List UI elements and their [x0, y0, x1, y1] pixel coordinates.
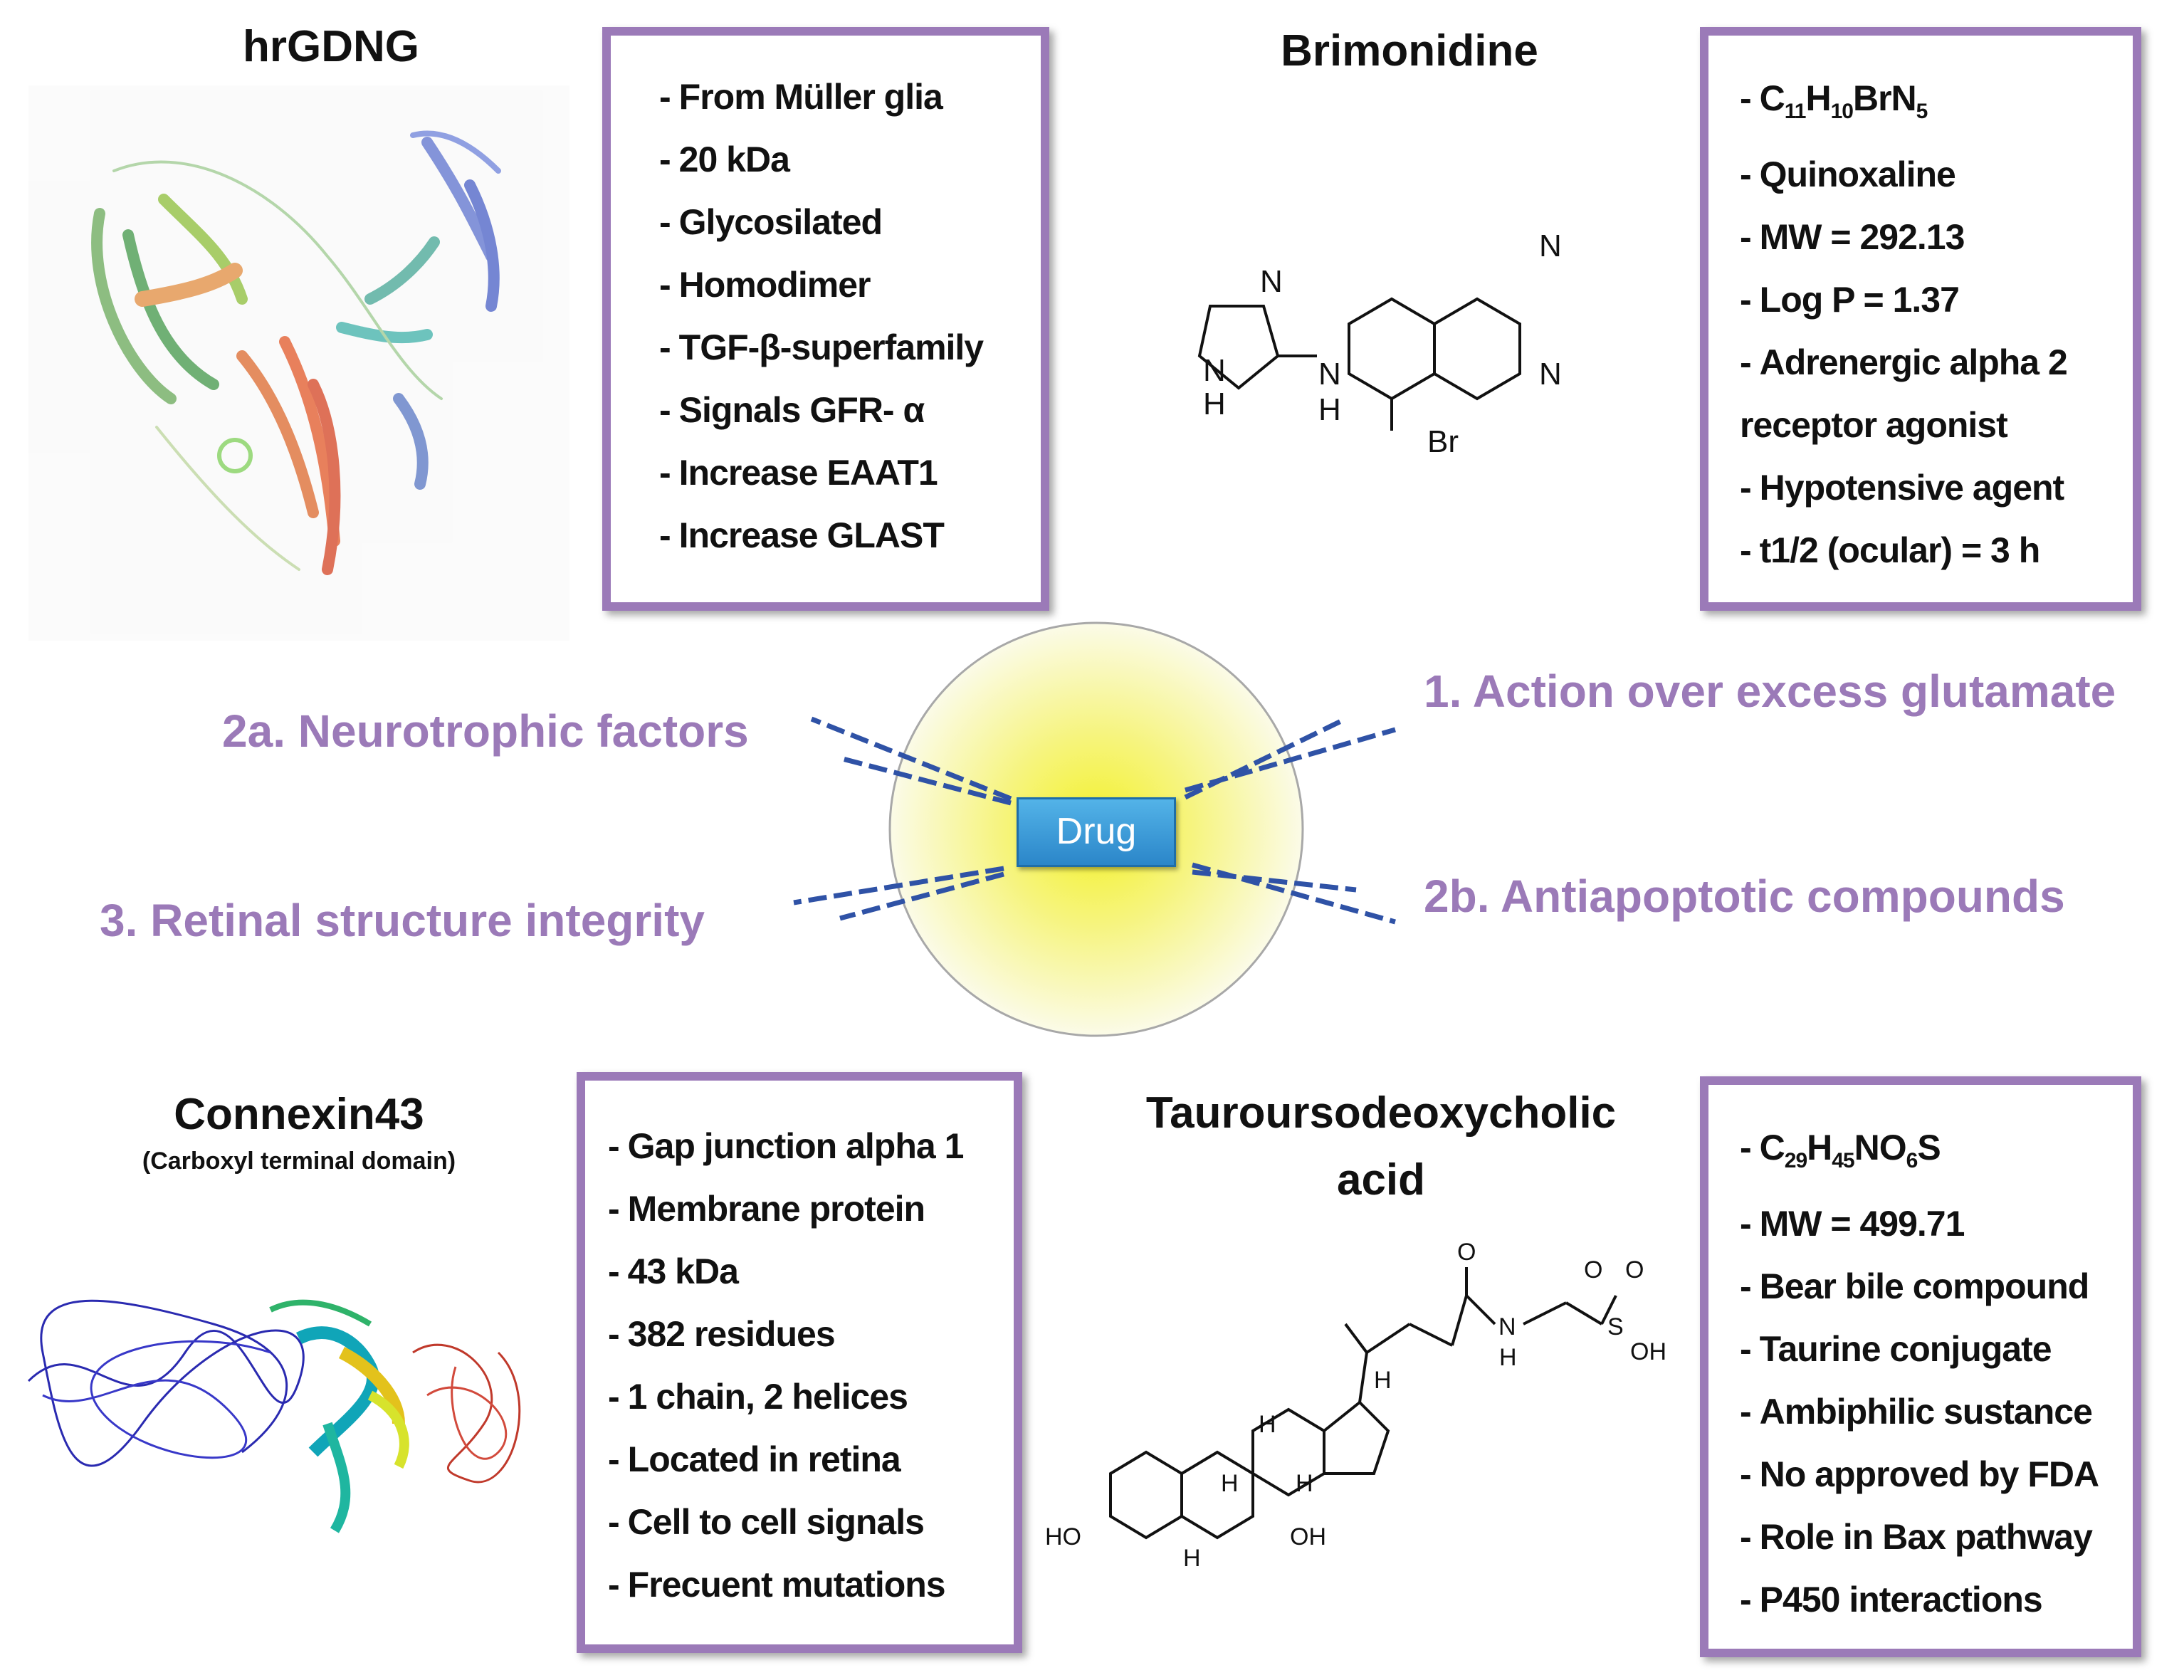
tudca-atom: H: [1374, 1367, 1392, 1394]
tudca-title-line2: acid: [1336, 1155, 1426, 1204]
action-2b-label: 2b. Antiapoptotic compounds: [1424, 871, 2065, 922]
hrgdng-item: -TGF-β-superfamily: [659, 327, 984, 367]
hrgdng-item: -Increase GLAST: [659, 515, 945, 555]
action-2a-label: 2a. Neurotrophic factors: [222, 705, 749, 757]
tudca-item: -Role in Bax pathway: [1740, 1517, 2093, 1557]
tudca-atom: O: [1584, 1256, 1602, 1283]
connexin-title: Connexin43: [174, 1090, 424, 1139]
tudca-atom: H: [1221, 1470, 1239, 1497]
connexin-item: -Membrane protein: [608, 1189, 925, 1229]
hrgdng-item: -Signals GFR- α: [659, 390, 925, 430]
tudca-atom: H: [1183, 1545, 1201, 1572]
connexin-item: -1 chain, 2 helices: [608, 1377, 908, 1417]
brimonidine-formula: -C11H10BrN5: [1740, 78, 1928, 123]
hrgdng-item: -Glycosilated: [659, 202, 883, 242]
tudca-item: -Ambiphilic sustance: [1740, 1392, 2093, 1432]
tudca-atom-labels: O O O S OH N H H H H H H HO OH: [1045, 1239, 1666, 1572]
tudca-atom: S: [1607, 1313, 1624, 1340]
connexin-item: -Frecuent mutations: [608, 1565, 946, 1605]
hrgdng-item: -Increase EAAT1: [659, 453, 938, 493]
brim-atom: H: [1318, 392, 1341, 427]
brim-item: -Quinoxaline: [1740, 154, 1956, 194]
brim-item: -MW = 292.13: [1740, 217, 1965, 257]
brim-item: -t1/2 (ocular) = 3 h: [1740, 530, 2040, 570]
brim-atom: N: [1539, 229, 1562, 263]
hrgdng-title: hrGDNG: [243, 22, 419, 71]
tudca-item: -Taurine conjugate: [1740, 1329, 2052, 1369]
tudca-item: -MW = 499.71: [1740, 1204, 1965, 1244]
brim-item: -Log P = 1.37: [1740, 280, 1960, 320]
brim-atom: N: [1260, 264, 1283, 299]
tudca-atom: H: [1259, 1411, 1276, 1438]
drug-button: Drug: [1017, 797, 1176, 867]
connexin-info-box: -Gap junction alpha 1 -Membrane protein -4…: [577, 1072, 1022, 1653]
connexin-item: -Cell to cell signals: [608, 1502, 925, 1542]
brim-atom: N: [1203, 353, 1226, 388]
brimonidine-atom-labels: N N H N H N N Br: [1203, 229, 1562, 459]
tudca-formula: -C29H45NO6S: [1740, 1128, 1941, 1172]
brimonidine-structure: [1197, 297, 1521, 431]
connexin-item: -Gap junction alpha 1: [608, 1126, 964, 1166]
tudca-item: -No approved by FDA: [1740, 1454, 2099, 1494]
brim-atom: N: [1539, 357, 1562, 392]
tudca-atom: HO: [1045, 1523, 1081, 1550]
tudca-atom: N: [1498, 1313, 1516, 1340]
hrgdng-item: -20 kDa: [659, 140, 790, 179]
tudca-atom: H: [1499, 1344, 1517, 1371]
brimonidine-title: Brimonidine: [1281, 26, 1538, 75]
hrgdng-info-box: -From Müller glia -20 kDa -Glycosilated -Ho…: [602, 27, 1049, 611]
connexin-subtitle: (Carboxyl terminal domain): [142, 1148, 456, 1175]
action-1-label: 1. Action over excess glutamate: [1424, 666, 2116, 717]
tudca-atom: O: [1457, 1239, 1476, 1266]
tudca-structure: [1109, 1267, 1617, 1540]
connexin-item: -Located in retina: [608, 1439, 901, 1479]
connexin-item: -43 kDa: [608, 1251, 739, 1291]
brim-item: -Hypotensive agent: [1740, 468, 2064, 508]
tudca-title-line1: Tauroursodeoxycholic: [1145, 1088, 1617, 1138]
tudca-atom: H: [1296, 1470, 1313, 1497]
connexin-item: -382 residues: [608, 1314, 836, 1354]
brimonidine-info-box: -C11H10BrN5 -Quinoxaline -MW = 292.13 -L…: [1700, 27, 2141, 611]
brim-item: receptor agonist: [1740, 405, 2008, 445]
brim-atom: Br: [1427, 424, 1459, 459]
tudca-item: -Bear bile compound: [1740, 1266, 2089, 1306]
brim-atom: N: [1318, 357, 1341, 392]
hrgdng-protein-image: [28, 85, 569, 641]
action-3-label: 3. Retinal structure integrity: [100, 895, 705, 946]
brim-item: -Adrenergic alpha 2: [1740, 342, 2068, 382]
hrgdng-item: -Homodimer: [659, 265, 871, 305]
tudca-atom: O: [1625, 1256, 1644, 1283]
connexin-protein-image: [27, 1299, 521, 1533]
tudca-atom: OH: [1630, 1338, 1666, 1365]
tudca-info-box: -C29H45NO6S -MW = 499.71 -Bear bile comp…: [1700, 1076, 2141, 1657]
brim-atom: H: [1203, 387, 1226, 421]
hrgdng-item: -From Müller glia: [659, 77, 943, 117]
tudca-item: -P450 interactions: [1740, 1580, 2043, 1619]
tudca-atom: OH: [1290, 1523, 1326, 1550]
dashed-connectors: [793, 716, 1396, 925]
